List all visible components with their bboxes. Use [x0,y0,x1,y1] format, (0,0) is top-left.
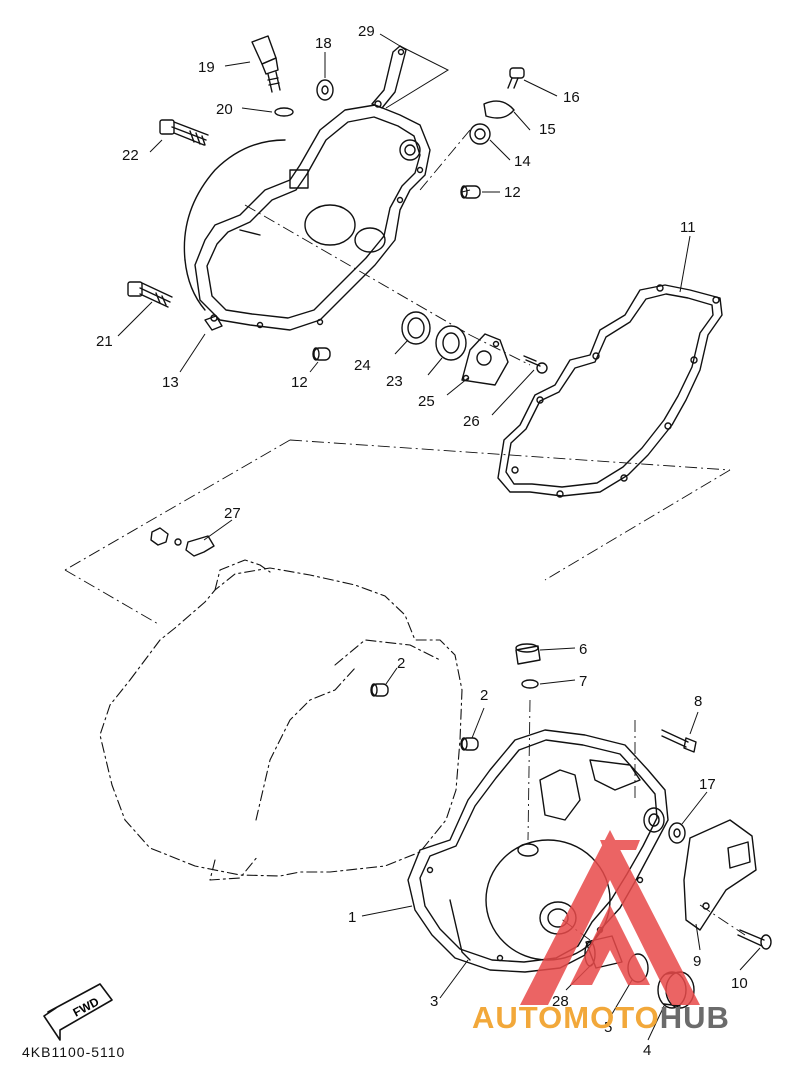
engine-crankcase-phantom [99,559,463,881]
crankcase-cover-right [407,729,669,973]
callout-6: 6 [579,641,587,658]
callout-8: 8 [694,693,702,710]
bolt-21 [127,281,173,308]
dowel-pin-lower [312,347,331,361]
callout-1: 1 [348,909,356,926]
bolt-22 [159,119,209,146]
callout-labels: 1 2 2 3 4 5 6 7 8 9 10 11 12 12 13 14 15… [96,23,748,1059]
oil-plug-6 [515,643,541,665]
callout-11: 11 [680,219,696,236]
reference-lines [64,129,746,941]
bolt-10 [737,929,772,950]
callout-2a: 2 [397,655,405,672]
dowel-pin-2-right [460,737,479,751]
callout-4: 4 [643,1042,651,1059]
callout-21: 21 [96,333,113,350]
bolt-27 [150,527,215,557]
bolt-8 [661,729,697,753]
seal-17 [668,822,686,844]
fwd-arrow: FWD [43,983,113,1041]
seal-14 [469,123,491,145]
callout-13: 13 [162,374,179,391]
watermark-part2: HUB [659,1000,730,1035]
plate-25 [461,333,509,386]
bracket-29 [371,45,407,109]
callout-16: 16 [563,89,580,106]
callout-12a: 12 [504,184,521,201]
callout-25: 25 [418,393,435,410]
crankcase-cover-left [183,104,431,331]
callout-2b: 2 [480,687,488,704]
screw-16 [507,67,525,89]
dowel-pin-2-left [370,683,389,697]
callout-18: 18 [315,35,332,52]
o-ring-7 [521,679,539,689]
callout-7: 7 [579,673,587,690]
callout-12b: 12 [291,374,308,391]
cap-15 [483,100,515,119]
screw-26 [523,355,548,374]
callout-17: 17 [699,776,716,793]
callout-26: 26 [463,413,480,430]
callout-22: 22 [122,147,139,164]
bearing-24 [401,311,431,345]
callout-14: 14 [514,153,531,170]
callout-15: 15 [539,121,556,138]
callout-3: 3 [430,993,438,1010]
leader-lines [117,33,761,1041]
callout-24: 24 [354,357,371,374]
callout-28: 28 [552,993,569,1010]
callout-19: 19 [198,59,215,76]
watermark-logo-icon [520,830,700,1005]
callout-9: 9 [693,953,701,970]
callout-27: 27 [224,505,241,522]
gasket-11 [497,284,723,498]
callout-29: 29 [358,23,375,40]
collar-18 [316,79,334,101]
oil-filler-plug [251,35,281,93]
callout-23: 23 [386,373,403,390]
callout-10: 10 [731,975,748,992]
watermark-part1: AUTOMOTO [472,1000,660,1035]
o-ring-20 [274,107,294,117]
part-code: 4KB1100-5110 [22,1044,126,1060]
cover-9 [683,819,757,931]
bearing-23 [435,325,467,361]
callout-5: 5 [604,1019,612,1036]
callout-20: 20 [216,101,233,118]
watermark-text: AUTOMOTOHUB [472,1000,730,1036]
